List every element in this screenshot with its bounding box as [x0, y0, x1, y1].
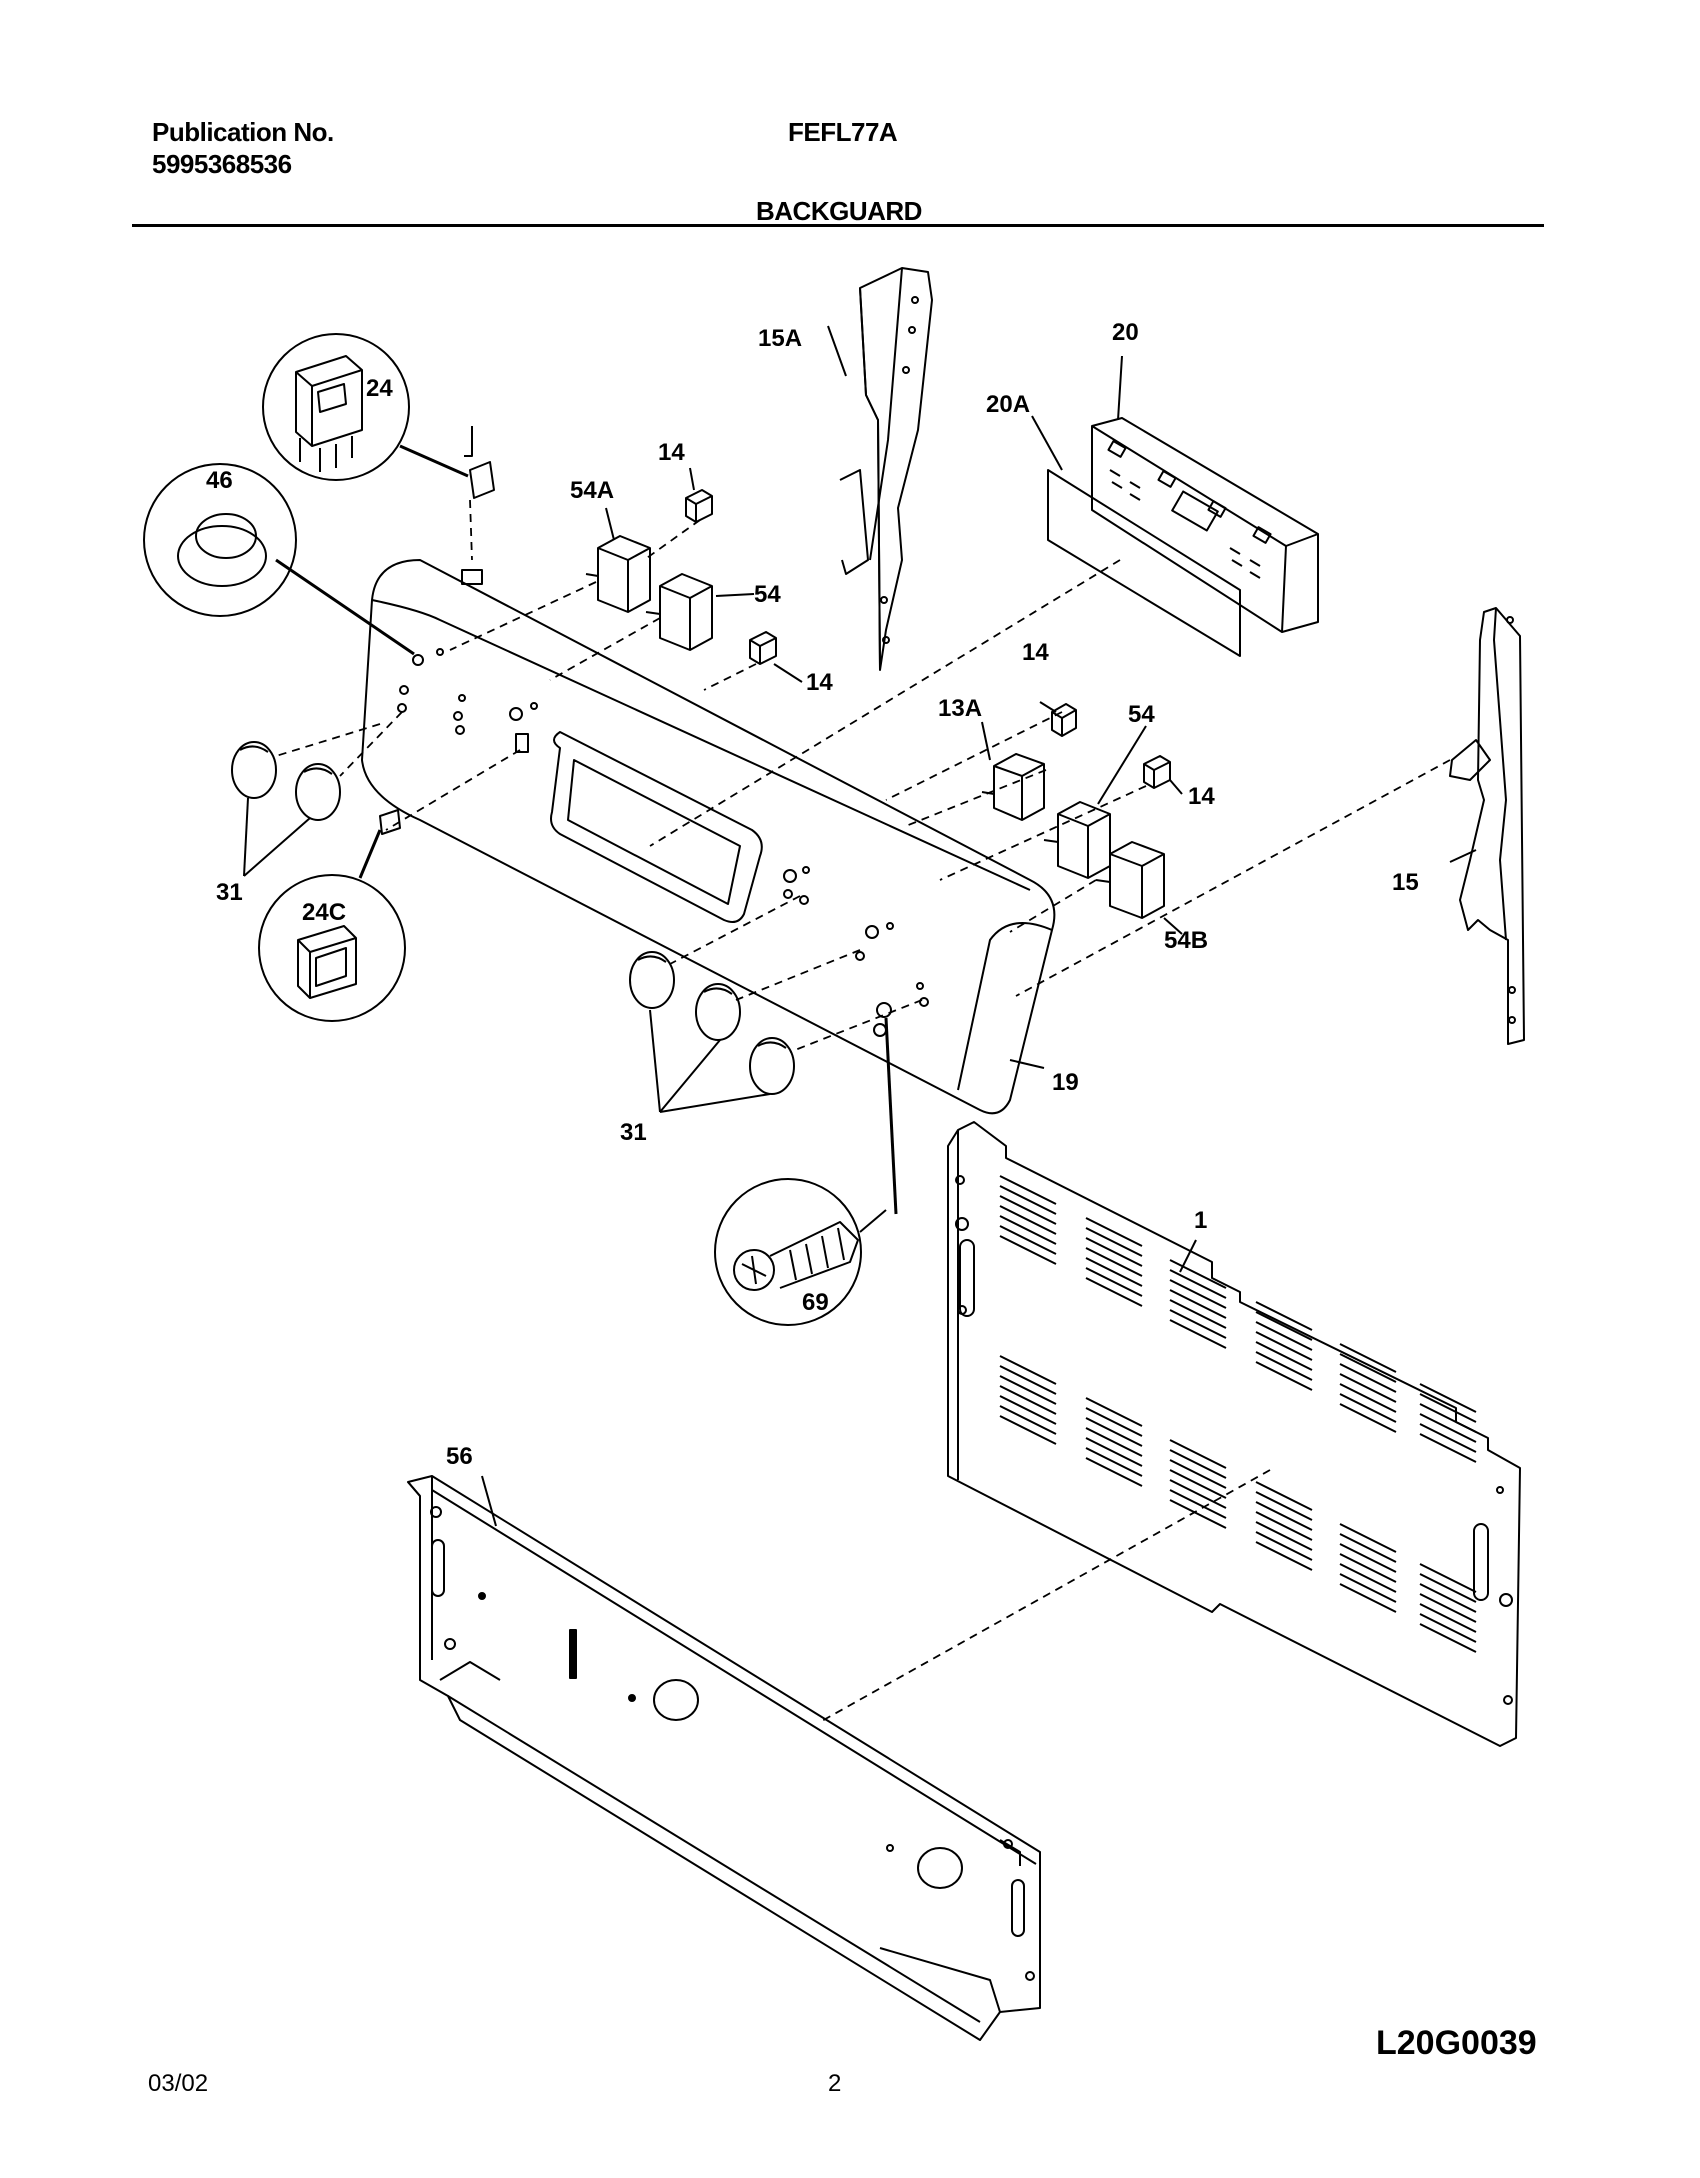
button-46	[143, 463, 415, 656]
knob-31-left-b	[295, 763, 341, 821]
control-panel-19	[361, 426, 1056, 1115]
back-plate-56	[407, 1475, 1041, 2041]
knob-31-right-c	[749, 1037, 795, 1095]
label-19: 19	[1052, 1069, 1079, 1096]
switch-54a	[585, 535, 651, 613]
label-14-mid: 14	[806, 669, 833, 696]
section-title: BACKGUARD	[756, 196, 922, 226]
label-54b: 54B	[1164, 927, 1208, 954]
label-24: 24	[366, 375, 393, 402]
label-20a: 20A	[986, 391, 1030, 418]
side-bracket-15	[1449, 607, 1525, 1045]
label-14-top: 14	[658, 439, 685, 466]
label-69: 69	[802, 1289, 829, 1316]
knob-31-right-b	[695, 983, 741, 1041]
label-31-left: 31	[216, 879, 243, 906]
rocker-switch-24	[262, 333, 495, 499]
label-15a: 15A	[758, 325, 802, 352]
label-54-left: 54	[754, 581, 781, 608]
label-1: 1	[1194, 1207, 1207, 1234]
screw-69	[714, 1017, 898, 1326]
footer-page-number: 2	[828, 2070, 842, 2097]
publication-label: Publication No.	[152, 117, 334, 147]
switch-54-right	[1043, 801, 1111, 879]
knob-31-right-a	[629, 951, 675, 1009]
label-31-right: 31	[620, 1119, 647, 1146]
switch-54b	[1095, 841, 1165, 919]
label-14-right: 14	[1188, 783, 1215, 810]
label-24c: 24C	[302, 899, 346, 926]
terminal-14-top	[685, 489, 713, 523]
label-54-right: 54	[1128, 701, 1155, 728]
control-board-20	[1091, 417, 1319, 633]
rear-panel-1	[947, 1121, 1521, 1747]
label-15: 15	[1392, 869, 1419, 896]
label-56: 56	[446, 1443, 473, 1470]
header-rule	[132, 224, 1544, 227]
terminal-14-right	[1143, 755, 1171, 789]
terminal-14-right-top	[1051, 703, 1077, 737]
side-bracket-15a	[839, 267, 933, 671]
knob-31-left-a	[231, 741, 277, 799]
switch-13a	[981, 753, 1045, 821]
label-14-right-top: 14	[1022, 639, 1049, 666]
rocker-switch-24c	[258, 809, 406, 1022]
diagram-code: L20G0039	[1376, 2024, 1537, 2062]
label-46: 46	[206, 467, 233, 494]
model-number: FEFL77A	[788, 117, 898, 147]
footer-date: 03/02	[148, 2070, 209, 2097]
label-20: 20	[1112, 319, 1139, 346]
switch-54-left	[645, 573, 713, 651]
label-13a: 13A	[938, 695, 982, 722]
overlay-20a	[1047, 469, 1241, 657]
publication-number: 5995368536	[152, 149, 292, 179]
terminal-14-mid	[749, 631, 777, 665]
label-54a: 54A	[570, 477, 614, 504]
